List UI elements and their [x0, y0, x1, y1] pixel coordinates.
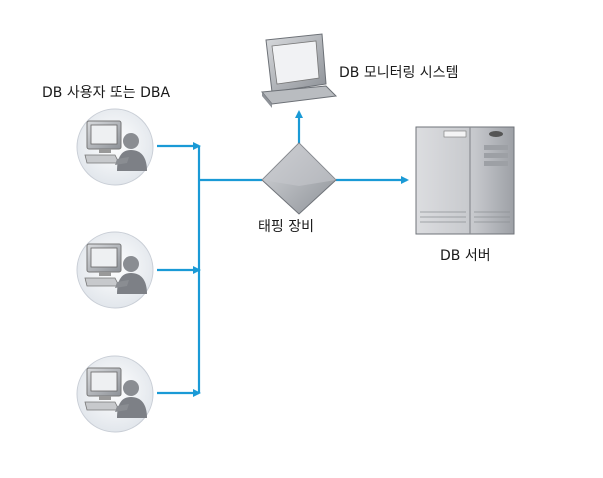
db-server-label: DB 서버	[440, 248, 491, 264]
tapping-device-label: 태핑 장비	[258, 219, 314, 235]
users-label: DB 사용자 또는 DBA	[42, 85, 171, 101]
monitor-computer-icon	[261, 33, 338, 108]
user-computer-icon	[76, 231, 154, 309]
tapping-device-icon	[261, 142, 337, 215]
user-computer-icon	[76, 108, 154, 186]
db-server-icon	[415, 126, 515, 235]
user-computer-icon	[76, 355, 154, 433]
monitor-system-label: DB 모니터링 시스템	[339, 65, 459, 81]
connection-lines	[157, 110, 409, 397]
